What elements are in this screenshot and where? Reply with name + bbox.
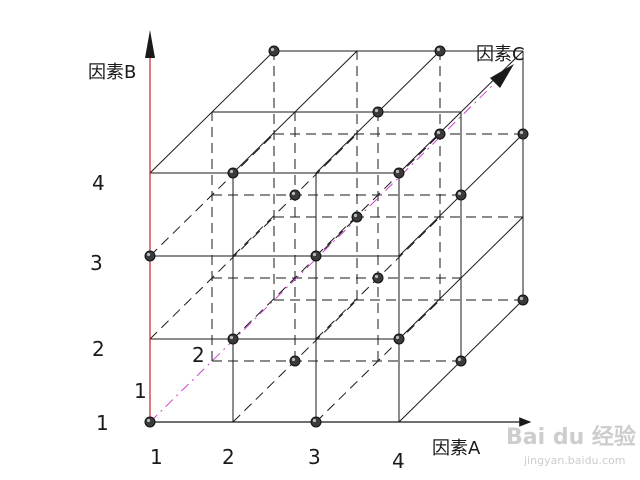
design-point — [289, 355, 301, 367]
design-points — [144, 45, 529, 428]
grid-edge-c — [315, 299, 441, 423]
factor-c-tick-1: 1 — [134, 379, 147, 403]
factor-a-tick-2: 2 — [222, 445, 235, 469]
factor-b-tick-4: 4 — [92, 171, 105, 195]
design-point — [434, 128, 446, 140]
design-point-highlight — [374, 274, 379, 279]
design-point-highlight — [457, 191, 462, 196]
design-point — [517, 294, 529, 306]
watermark-brand: Bai du 经验 — [506, 424, 636, 450]
design-point — [434, 45, 446, 57]
design-point-highlight — [291, 357, 296, 362]
baidu-watermark: Bai du 经验 jingyan.baidu.com — [506, 424, 636, 467]
design-point — [372, 272, 384, 284]
factor-b-tick-2: 2 — [92, 337, 105, 361]
design-point — [310, 416, 322, 428]
grid-edge-c — [149, 50, 275, 174]
design-point — [227, 333, 239, 345]
factor-a-axis-title: 因素A — [432, 438, 481, 459]
design-point — [455, 189, 467, 201]
design-point — [268, 45, 280, 57]
design-point-highlight — [146, 418, 151, 423]
factor-a-tick-4: 4 — [392, 449, 405, 473]
design-point-highlight — [457, 357, 462, 362]
factor-c-arrowhead — [490, 64, 514, 88]
factor-b-tick-3: 3 — [90, 251, 103, 275]
factor-b-axis-title: 因素B — [88, 62, 136, 83]
grid-edge-c — [232, 216, 358, 340]
factor-c-axis-title: 因素C — [476, 44, 525, 65]
design-point — [351, 211, 363, 223]
design-point-highlight — [291, 191, 296, 196]
design-point-highlight — [395, 335, 400, 340]
design-point — [289, 189, 301, 201]
factor-a-tick-3: 3 — [308, 445, 321, 469]
design-point-highlight — [353, 213, 358, 218]
design-point — [372, 106, 384, 118]
design-point — [227, 167, 239, 179]
factor-c-axis — [149, 83, 495, 423]
design-point-highlight — [436, 130, 441, 135]
design-point-highlight — [229, 335, 234, 340]
design-point — [144, 250, 156, 262]
design-point-highlight — [374, 108, 379, 113]
factor-b-tick-1: 1 — [96, 411, 109, 435]
design-point — [310, 250, 322, 262]
factor-b-arrowhead — [145, 30, 155, 58]
design-point-highlight — [312, 418, 317, 423]
grid-edge-c — [149, 216, 275, 340]
watermark-url: jingyan.baidu.com — [523, 454, 626, 467]
design-point — [393, 333, 405, 345]
cube-hidden-edges — [149, 51, 523, 423]
design-point-highlight — [436, 47, 441, 52]
design-point — [517, 128, 529, 140]
design-point-highlight — [519, 296, 524, 301]
design-point — [455, 355, 467, 367]
design-point — [144, 416, 156, 428]
design-point-highlight — [229, 169, 234, 174]
grid-edge-c — [149, 133, 275, 257]
design-point-highlight — [519, 130, 524, 135]
design-point-highlight — [395, 169, 400, 174]
design-point — [393, 167, 405, 179]
design-point-highlight — [270, 47, 275, 52]
design-point-highlight — [146, 252, 151, 257]
grid-edge-c — [315, 133, 441, 257]
grid-edge-c — [232, 50, 358, 174]
design-point-highlight — [312, 252, 317, 257]
factor-c-tick-2: 2 — [192, 343, 205, 367]
factor-a-tick-1: 1 — [150, 445, 163, 469]
